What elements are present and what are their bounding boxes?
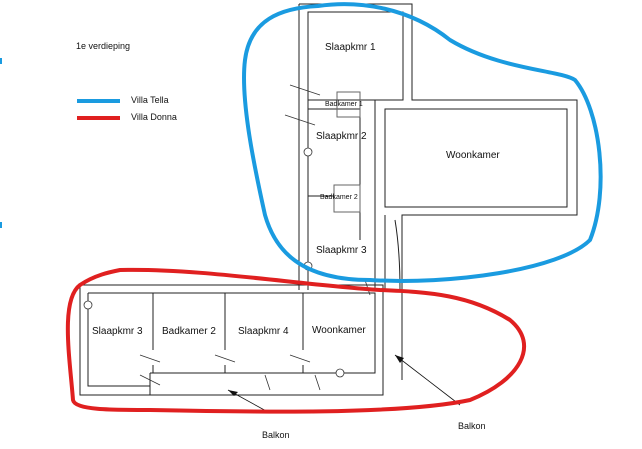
villa-tella-outline <box>242 2 603 283</box>
room-donna-slaapkmr3: Slaapkmr 3 <box>92 326 143 337</box>
room-donna-slaapkmr4: Slaapkmr 4 <box>238 326 289 337</box>
room-tella-badkamer2: Badkamer 2 <box>320 194 358 201</box>
floor-title: 1e verdieping <box>76 41 131 51</box>
room-donna-woonkamer: Woonkamer <box>312 325 366 336</box>
tella-inner-walls <box>307 11 404 101</box>
tella-outer-wall <box>299 3 578 380</box>
balkon-arrow-2 <box>394 354 461 406</box>
balkon-label-2: Balkon <box>458 421 486 431</box>
room-tella-slaapkmr1: Slaapkmr 1 <box>325 42 376 53</box>
villa-donna-outline <box>65 267 527 414</box>
room-tella-slaapkmr3: Slaapkmr 3 <box>316 245 367 256</box>
room-tella-woonkamer: Woonkamer <box>446 150 500 161</box>
woonkamer-tella <box>384 108 568 208</box>
room-donna-badkamer2: Badkamer 2 <box>162 326 216 337</box>
donna-outer-wall <box>79 284 384 396</box>
room-tella-slaapkmr2: Slaapkmr 2 <box>316 131 367 142</box>
legend-label-donna: Villa Donna <box>131 112 177 122</box>
balkon-label-1: Balkon <box>262 430 290 440</box>
room-tella-badkamer1: Badkamer 1 <box>325 101 363 108</box>
legend-label-tella: Villa Tella <box>131 95 169 105</box>
